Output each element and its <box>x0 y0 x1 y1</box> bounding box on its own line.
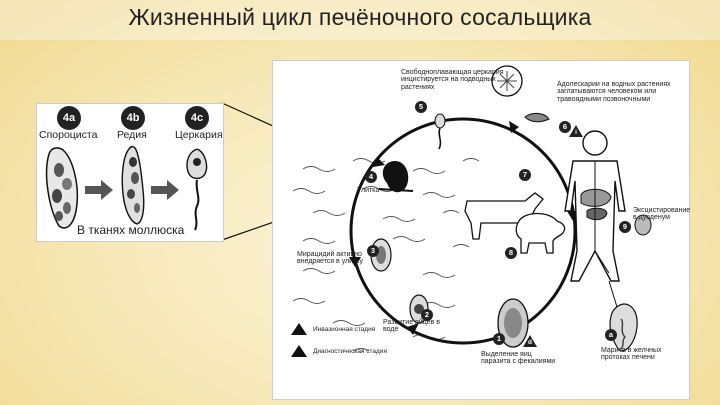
label-redia: Редия <box>117 129 147 141</box>
legend-diagnostic-label: Диагностическая стадия <box>313 348 387 355</box>
legend-infective-label: Инвазионная стадия <box>313 326 376 333</box>
badge-tri-i <box>523 335 537 347</box>
adult-fluke-drawing <box>609 303 638 352</box>
leaf-drawing <box>524 112 550 123</box>
tri-letter-i: i <box>575 129 577 136</box>
watercress-drawing <box>491 65 523 97</box>
label-snail: Улитка <box>357 187 380 194</box>
excyst-drawing <box>634 214 652 236</box>
badge-step-3: 3 <box>367 245 379 257</box>
main-diagram-panel: 5 6 7 4 8 3 2 1 9 a d i Свободноплавающа… <box>272 60 690 400</box>
main-artwork <box>291 65 652 357</box>
badge-step-9: 9 <box>619 221 631 233</box>
legend-diagnostic-symbol <box>291 345 307 357</box>
arrow-2 <box>151 180 179 200</box>
arrow-1 <box>85 180 113 200</box>
badge-tri-i2 <box>569 125 583 137</box>
snail-drawing <box>378 161 414 193</box>
tri-letter-d: d <box>528 339 532 346</box>
label-sporocyst: Спороциста <box>39 129 98 141</box>
label-miracidium: Мирацидий активно внедряется в улитку <box>297 251 363 266</box>
pointer-lines <box>594 161 618 308</box>
badge-step-4: 4 <box>365 171 377 183</box>
badge-4a: 4a <box>57 106 81 130</box>
label-egg-development: Развитие яйцев в воде <box>383 319 440 334</box>
egg-drawing <box>497 298 529 348</box>
free-cercaria-drawing <box>434 113 446 150</box>
sheep-drawing <box>515 212 566 254</box>
legend-infective-symbol <box>291 323 307 335</box>
label-cercaria: Церкария <box>175 129 223 141</box>
title-band <box>0 0 720 40</box>
badge-step-6: 6 <box>559 121 571 133</box>
inset-panel: 4a 4b 4c Спороциста Редия Церкария В тка… <box>36 103 224 242</box>
badge-step-1: 1 <box>493 333 505 345</box>
badge-step-a: a <box>605 329 617 341</box>
badge-step-2: 2 <box>421 309 433 321</box>
inset-caption: В тканях моллюска <box>77 223 185 237</box>
badge-4b: 4b <box>121 106 145 130</box>
page-title: Жизненный цикл печёночного сосальщика <box>128 4 592 30</box>
label-excyst: Эксцистирование в дуоденум <box>633 207 691 222</box>
badge-4c: 4c <box>185 106 209 130</box>
cercaria-drawing <box>186 148 208 231</box>
label-eggs-passed: Выделение яиц паразита с фекалиями <box>481 351 556 366</box>
inset-artwork <box>45 145 208 231</box>
redia-drawing <box>121 145 145 225</box>
label-free-cercaria: Свободноплавающая церкария инцистируется… <box>401 69 504 91</box>
liver-drawing <box>580 188 612 221</box>
sporocyst-drawing <box>45 147 79 229</box>
badge-step-5: 5 <box>415 101 427 113</box>
label-adolescaria: Адолескарии на водных растениях заглатыв… <box>557 81 671 103</box>
cycle-circle <box>349 117 577 345</box>
badge-step-8: 8 <box>505 247 517 259</box>
label-adult: Марита в желчных протоках печени <box>601 347 662 362</box>
badge-step-7: 7 <box>519 169 531 181</box>
water-waves <box>292 158 480 352</box>
